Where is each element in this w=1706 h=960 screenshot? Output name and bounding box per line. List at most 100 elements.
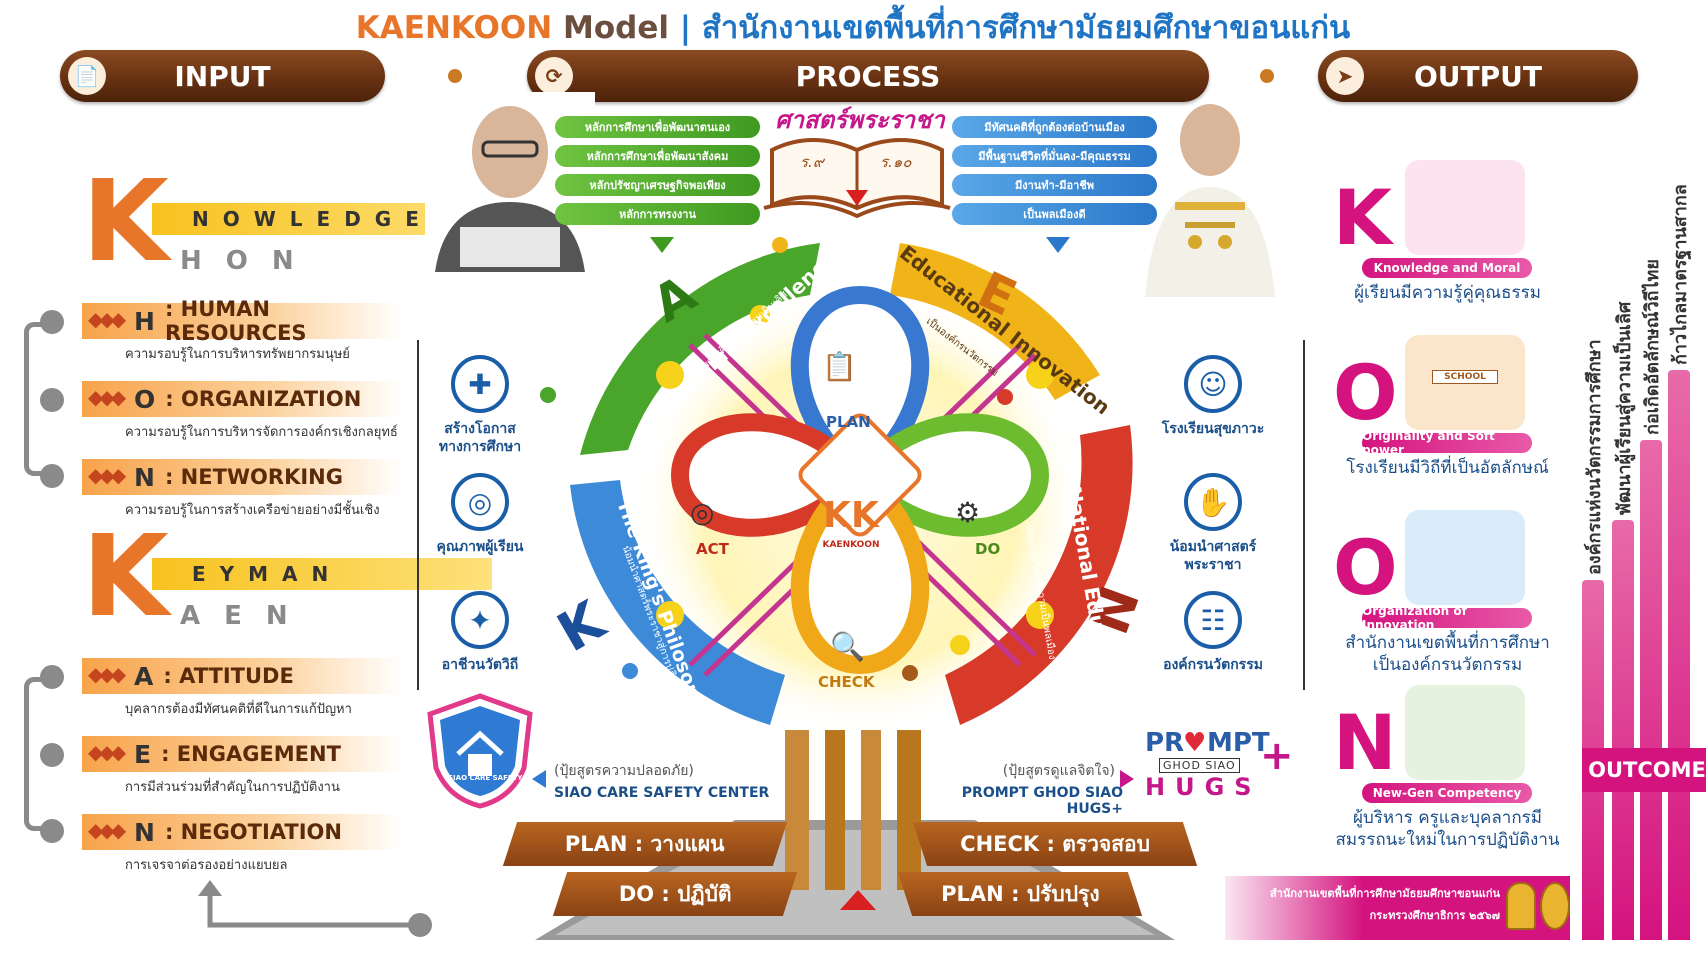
outcome-bar-label: ก่อเกิดอัตลักษณ์วิถีไทย [1642, 259, 1663, 435]
diamond-ornament-icon: ◆◆◆ [88, 385, 126, 409]
outcome-bar-label: องค์กรแห่งนวัตกรรมการศึกษา [1584, 339, 1605, 575]
input-banner: 📄 INPUT [60, 50, 385, 102]
target-icon: ◎ [690, 496, 715, 529]
prompt-logo-text: MPT [1207, 728, 1270, 758]
safety-title: SIAO CARE SAFETY CENTER [554, 785, 770, 801]
trunk-plan-label: PLAN : วางแผน [565, 831, 725, 856]
outcome-bar [1612, 520, 1634, 940]
school-sign: SCHOOL [1432, 370, 1498, 384]
loop-do-label: DO [975, 540, 1001, 558]
triangle-right-icon [1120, 770, 1134, 788]
footer-line1: สำนักงานเขตพื้นที่การศึกษามัธยมศึกษาขอนแ… [1269, 887, 1500, 900]
return-arrow [198, 880, 432, 937]
side-icon-label: น้อมนำศาสตร์ พระราชา [1169, 539, 1257, 573]
outcome-bar [1640, 440, 1662, 940]
book-left-text: ร.๙ [800, 153, 824, 171]
output-text: ผู้บริหาร ครูและบุคลากรมี สมรรถนะใหม่ในก… [1335, 808, 1560, 851]
bracket-2 [24, 677, 54, 831]
input-item-letter: N [134, 462, 155, 492]
side-icon-label: คุณภาพผู้เรียน [436, 539, 524, 555]
arc-a [580, 243, 820, 455]
footer-line2: กระทรวงศึกษาธิการ ๒๕๖๗ [1369, 909, 1500, 922]
side-icon-label: โรงเรียนสุขภาวะ [1161, 421, 1265, 437]
process-banner-label: PROCESS [795, 59, 941, 93]
input-item-row: ◆◆◆ N : NETWORKING [82, 459, 402, 495]
side-icon-label: สร้างโอกาส ทางการศึกษา [438, 421, 522, 455]
left-pill: หลักการทรงงาน [555, 203, 760, 225]
output-banner-label: OUTPUT [1414, 59, 1542, 93]
seal-icon [1540, 882, 1570, 930]
output-text: โรงเรียนมีวิถีที่เป็นอัตลักษณ์ [1346, 458, 1549, 478]
trunk-check: CHECK : ตรวจสอบ [912, 822, 1198, 866]
diamond-ornament-icon: ◆◆◆ [88, 740, 126, 764]
input-item-label: : NETWORKING [164, 465, 343, 489]
book-icon [763, 138, 951, 219]
input-banner-label: INPUT [174, 59, 271, 93]
left-pill: หลักการศึกษาเพื่อพัฒนาสังคม [555, 145, 760, 167]
loop-check-label: CHECK [818, 673, 875, 691]
bracket-node [40, 310, 64, 334]
kaenkoon-wheel [540, 237, 1133, 735]
side-icon-label: องค์กรนวัตกรรม [1163, 657, 1263, 673]
trunk-improve: PLAN : ปรับปรุง [897, 872, 1143, 916]
title-org: สำนักงานเขตพื้นที่การศึกษามัธยมศึกษาขอนแ… [701, 10, 1351, 46]
puzzle-icon: ✚ [451, 355, 509, 413]
title-sep: | [679, 10, 702, 46]
input-item-letter: H [134, 306, 155, 336]
title-brand: KAENKOON [355, 10, 553, 46]
right-pill: มีพื้นฐานชีวิตที่มั่นคง-มีคุณธรรม [952, 145, 1157, 167]
outcome-bar [1668, 370, 1690, 940]
bracket-node [40, 819, 64, 843]
input-item-label: : ORGANIZATION [165, 387, 362, 411]
input-item-label: : ATTITUDE [163, 664, 294, 688]
diamond-ornament-icon: ◆◆◆ [88, 463, 126, 487]
output-letter: O [1333, 348, 1398, 437]
banner-dot [1260, 69, 1274, 83]
prompt-logo-text: GHOD SIAO [1159, 758, 1240, 773]
plus-icon: + [1260, 733, 1294, 779]
input-item-row: ◆◆◆O: ORGANIZATION [82, 381, 402, 417]
input-item-desc: การมีส่วนร่วมที่สำคัญในการปฏิบัติงาน [125, 780, 340, 795]
magnifier-chart-icon: 🔍 [830, 630, 865, 663]
output-letter: N [1333, 698, 1397, 787]
safety-badge-text: SIAO CARE SAFETY CENTER [448, 774, 556, 782]
divider-right [1303, 340, 1305, 690]
output-text: สำนักงานเขตพื้นที่การศึกษา เป็นองค์กรนวั… [1345, 633, 1550, 676]
k-knowledge-block: K NOWLEDGE HON [82, 166, 492, 278]
compass-icon: ✦ [451, 591, 509, 649]
org-chart-icon: ☷ [1184, 591, 1242, 649]
input-item-label: : HUMAN RESOURCES [164, 297, 307, 345]
divider-left [417, 340, 419, 690]
output-pill: Knowledge and Moral [1362, 258, 1532, 278]
output-banner: ➤ OUTPUT [1318, 50, 1638, 102]
page-title: KAENKOON Model | สำนักงานเขตพื้นที่การศึ… [0, 2, 1706, 52]
triangle-left-icon [532, 770, 546, 788]
pill-arrow-left [650, 237, 674, 253]
prompt-sub: (ปุ้ยสูตรดูแลจิตใจ) [1002, 763, 1115, 779]
input-item-desc: ความรอบรู้ในการบริหารจัดการองค์กรเชิงกลย… [125, 425, 398, 440]
input-item-row: ◆◆◆E: ENGAGEMENT [82, 736, 402, 772]
cycle-icon: ⟳ [535, 57, 573, 95]
outcome-label: OUTCOME [1582, 748, 1706, 792]
diamond-ornament-icon: ◆◆◆ [88, 818, 126, 842]
right-pill: มีทัศนคติที่ถูกต้องต่อบ้านเมือง [952, 116, 1157, 138]
input-item-letter: N [134, 817, 155, 847]
diamond-ornament-icon: ◆◆◆ [88, 662, 126, 686]
output-illustration [1405, 510, 1525, 605]
gears-icon: ⚙ [955, 496, 981, 529]
paper-plane-icon: ➤ [1326, 57, 1364, 95]
arc-k [570, 480, 785, 725]
bracket-1 [24, 322, 54, 476]
input-item-letter: E [134, 739, 152, 769]
book-right-text: ร.๑๐ [880, 153, 912, 171]
book-title: ศาสตร์พระราชา [775, 106, 945, 134]
input-item-desc: ความรอบรู้ในการสร้างเครือข่ายอย่างมีชั้น… [125, 503, 380, 518]
loop-act-label: ACT [696, 540, 729, 558]
k-keyman-block: K EYMAN AEN [82, 521, 492, 633]
bracket-node [40, 464, 64, 488]
output-pill: New-Gen Competency [1362, 783, 1532, 803]
banner-dot [448, 69, 462, 83]
right-pill: เป็นพลเมืองดี [952, 203, 1157, 225]
document-icon: 📄 [68, 57, 106, 95]
output-text: ผู้เรียนมีความรู้คู่คุณธรรม [1354, 283, 1541, 303]
